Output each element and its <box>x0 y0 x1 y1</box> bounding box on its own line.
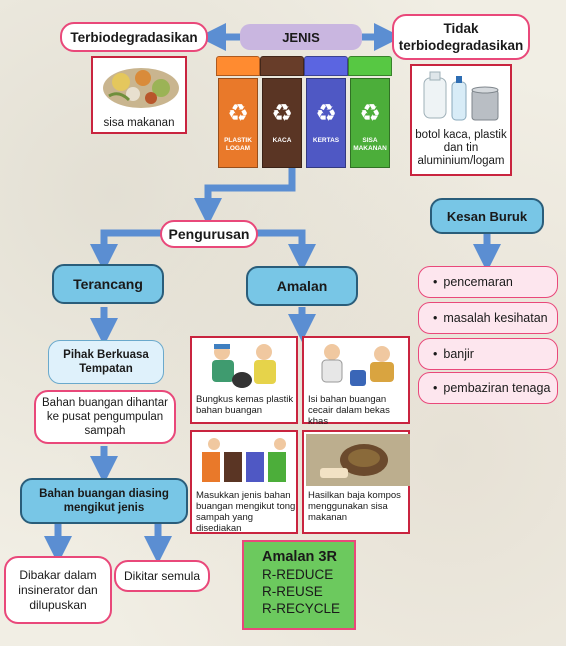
bahan-diasing-box: Bahan buangan diasing mengikut jenis <box>20 478 188 524</box>
amalan-caption-2: Isi bahan buangan cecair dalam bekas kha… <box>308 394 390 427</box>
food-waste-illustration <box>103 68 179 108</box>
compost-illustration <box>306 434 410 486</box>
kesan-buruk-text: Kesan Buruk <box>446 208 528 224</box>
kesan-item-text: masalah kesihatan <box>443 311 548 325</box>
recycling-bins: ♻ PLASTIK LOGAM ♻ KACA ♻ KERTAS ♻ SISA MAKANAN <box>216 56 394 170</box>
amalan-3r-item-reuse: R-REUSE <box>262 584 323 599</box>
bin-lid <box>216 56 260 76</box>
recycle-icon: ♻ <box>227 99 249 127</box>
kesan-buruk-box: Kesan Buruk <box>430 198 544 234</box>
amalan-panel-4: Hasilkan baja kompos menggunakan sisa ma… <box>302 430 410 534</box>
recycling-bin-2: ♻ KACA <box>260 56 304 168</box>
amalan-caption-4: Hasilkan baja kompos menggunakan sisa ma… <box>308 490 401 523</box>
sisa-makanan-panel: sisa makanan <box>91 56 187 134</box>
pihak-berkuasa-box: Pihak Berkuasa Tempatan <box>48 340 164 384</box>
bullet-icon: • <box>433 275 438 289</box>
recycling-bin-3: ♻ KERTAS <box>304 56 348 168</box>
bahan-dihantar-text: Bahan buangan dihantar ke pusat pengumpu… <box>42 397 168 437</box>
recycle-icon: ♻ <box>271 99 293 127</box>
recycling-bin-4: ♻ SISA MAKANAN <box>348 56 392 168</box>
pihak-berkuasa-text: Pihak Berkuasa Tempatan <box>63 349 149 375</box>
dibakar-box: Dibakar dalam insinerator dan dilupuskan <box>4 556 112 624</box>
arrow-pengurusan-terancang <box>90 229 164 272</box>
bin-label: SISA MAKANAN <box>353 137 387 152</box>
terancang-box: Terancang <box>52 264 164 304</box>
arrow-pengurusan-amalan <box>254 229 316 272</box>
people-bagging-illustration <box>212 344 276 388</box>
bullet-icon: • <box>433 347 438 361</box>
amalan-3r-title: Amalan 3R <box>262 549 337 565</box>
recycle-icon: ♻ <box>359 99 381 127</box>
sisa-makanan-caption: sisa makanan <box>103 117 175 129</box>
bin-lid <box>260 56 304 76</box>
bullet-icon: • <box>433 381 438 395</box>
bin-lid <box>304 56 348 76</box>
recycle-icon: ♻ <box>315 99 337 127</box>
bin-label: KACA <box>272 137 292 144</box>
kesan-item-pembaziran: • pembaziran tenaga <box>418 372 558 404</box>
amalan-caption-3: Masukkan jenis bahan buangan mengikut to… <box>196 490 296 534</box>
amalan-box: Amalan <box>246 266 358 306</box>
tidak-terbiodegradasikan-text: Tidak terbiodegradasikan <box>398 21 524 53</box>
bin-lid <box>348 56 392 76</box>
amalan-text: Amalan <box>276 278 328 294</box>
bahan-diasing-text: Bahan buangan diasing mengikut jenis <box>39 488 169 514</box>
amalan-panel-1: Bungkus kemas plastik bahan buangan <box>190 336 298 424</box>
kesan-item-kesihatan: • masalah kesihatan <box>418 302 558 334</box>
tidak-terbiodegradasikan-box: Tidak terbiodegradasikan <box>392 14 530 60</box>
kesan-item-pencemaran: • pencemaran <box>418 266 558 298</box>
bin-body: ♻ KACA <box>262 78 302 168</box>
bahan-dihantar-box: Bahan buangan dihantar ke pusat pengumpu… <box>34 390 176 444</box>
pengurusan-text: Pengurusan <box>168 226 250 242</box>
botol-caption: botol kaca, plastik dan tin aluminium/lo… <box>415 128 507 167</box>
dibakar-text: Dibakar dalam insinerator dan dilupuskan <box>18 567 98 612</box>
kesan-item-text: banjir <box>443 347 474 361</box>
amalan-3r-item-recycle: R-RECYCLE <box>262 601 341 616</box>
terbiodegradasikan-box: Terbiodegradasikan <box>60 22 208 52</box>
recycling-bin-1: ♻ PLASTIK LOGAM <box>216 56 260 168</box>
bin-label: PLASTIK LOGAM <box>224 137 252 152</box>
liquid-container-illustration <box>321 344 394 386</box>
jenis-label: JENIS <box>240 24 362 50</box>
bin-body: ♻ SISA MAKANAN <box>350 78 390 168</box>
amalan-3r-item-reduce: R-REDUCE <box>262 567 334 582</box>
kesan-item-text: pembaziran tenaga <box>443 381 551 395</box>
bullet-icon: • <box>433 311 438 325</box>
kesan-item-banjir: • banjir <box>418 338 558 370</box>
terancang-text: Terancang <box>73 276 143 292</box>
dikitar-text: Dikitar semula <box>123 569 201 583</box>
amalan-panel-3: Masukkan jenis bahan buangan mengikut to… <box>190 430 298 534</box>
amalan-panel-2: Isi bahan buangan cecair dalam bekas kha… <box>302 336 410 427</box>
bin-label: KERTAS <box>312 137 340 144</box>
bin-body: ♻ KERTAS <box>306 78 346 168</box>
kesan-item-text: pencemaran <box>443 275 513 289</box>
amalan-caption-1: Bungkus kemas plastik bahan buangan <box>196 394 294 416</box>
sorting-bins-illustration <box>202 438 286 482</box>
dikitar-box: Dikitar semula <box>114 560 210 592</box>
bottle-can-illustration <box>423 71 499 121</box>
jenis-text: JENIS <box>282 29 320 45</box>
amalan-3r-box: Amalan 3R R-REDUCE R-REUSE R-RECYCLE <box>242 540 356 630</box>
pengurusan-box: Pengurusan <box>160 220 258 248</box>
botol-panel: botol kaca, plastik dan tin aluminium/lo… <box>410 64 512 176</box>
terbiodegradasikan-text: Terbiodegradasikan <box>70 29 198 45</box>
arrow-bins-pengurusan <box>194 168 296 226</box>
bin-body: ♻ PLASTIK LOGAM <box>218 78 258 168</box>
